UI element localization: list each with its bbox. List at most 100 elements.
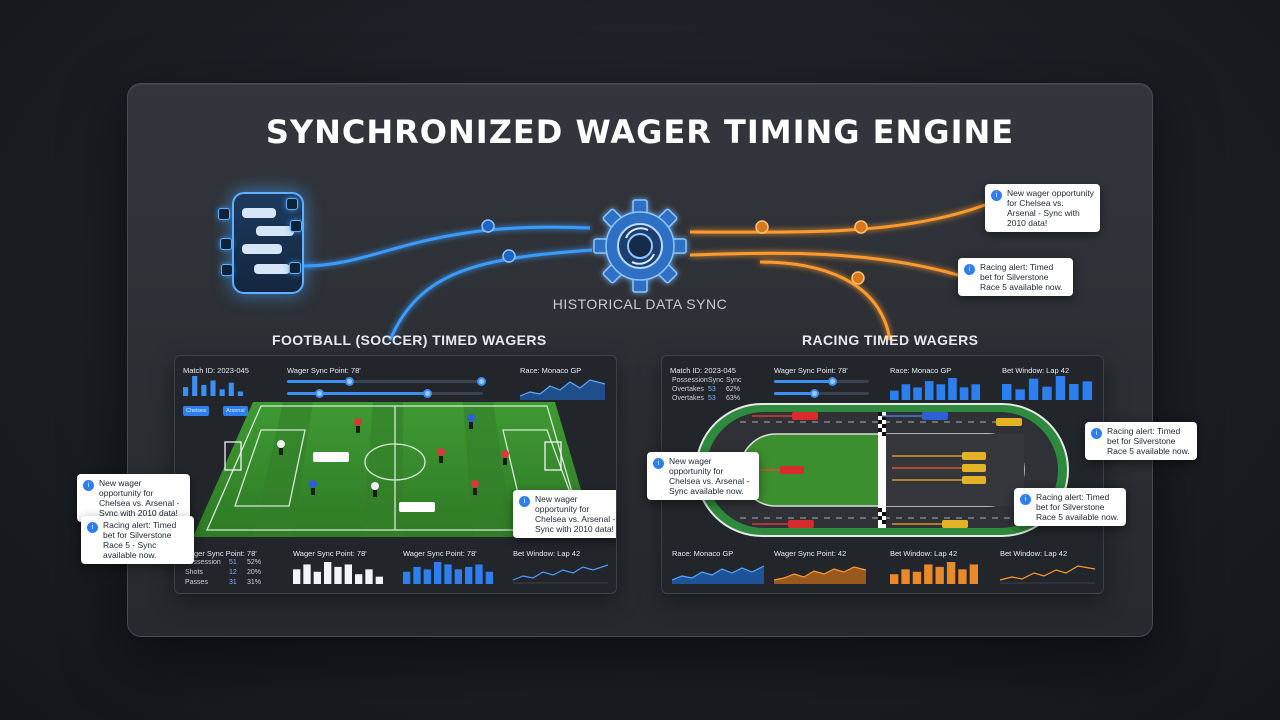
football-panel: Match ID: 2023-045 Wager Sync Point: 78'…	[174, 355, 617, 594]
notification-text: New wager opportunity for Chelsea vs. Ar…	[535, 494, 616, 534]
info-icon: i	[83, 480, 94, 491]
bar	[465, 566, 473, 584]
slider-handle[interactable]	[477, 377, 486, 386]
bar	[444, 564, 452, 584]
bar	[344, 564, 352, 584]
stats-title: Wager Sync Point: 78'	[183, 549, 257, 558]
chat-icon	[218, 208, 230, 220]
mini-bar-chart	[183, 376, 243, 396]
notification-text: New wager opportunity for Chelsea vs. Ar…	[99, 478, 180, 518]
mini-bar-chart	[1002, 376, 1092, 400]
stat-label: Overtakes	[672, 395, 704, 402]
slider-handle[interactable]	[315, 389, 324, 398]
bar	[890, 390, 899, 400]
wager-slider[interactable]	[287, 377, 486, 386]
chart-title: Race: Monaco GP	[672, 549, 734, 558]
stat-value: 52%	[247, 559, 262, 566]
bet-window: Bet Window: Lap 42	[1002, 366, 1070, 375]
notification-card[interactable]: i New wager opportunity for Chelsea vs. …	[985, 184, 1100, 232]
stat-value: 62%	[726, 386, 741, 393]
bar	[237, 391, 243, 396]
stat-value: 31%	[247, 579, 262, 586]
notification-card[interactable]: i New wager opportunity for Chelsea vs. …	[77, 474, 190, 522]
stat-label: Shots	[185, 569, 203, 576]
sync-label: HISTORICAL DATA SYNC	[552, 296, 728, 312]
bar	[946, 562, 956, 584]
bar	[355, 574, 363, 584]
chart-title: Bet Window: Lap 42	[1000, 549, 1068, 558]
bar	[434, 562, 442, 584]
bar	[1055, 376, 1066, 400]
wager-slider[interactable]	[774, 389, 869, 398]
area-chart-blue	[671, 565, 765, 584]
notification-text: Racing alert: Timed bet for Silverstone …	[980, 262, 1063, 292]
race-label: Race: Monaco GP	[890, 366, 952, 375]
team-button[interactable]: Arsenal	[223, 406, 248, 416]
bar-chart-white	[293, 562, 383, 584]
page-title: SYNCHRONIZED WAGER TIMING ENGINE	[265, 113, 1015, 151]
bar	[210, 380, 216, 396]
info-icon: i	[1091, 428, 1102, 439]
info-icon: i	[1020, 494, 1031, 505]
section-title-racing: RACING TIMED WAGERS	[802, 332, 979, 348]
chart-title: Wager Sync Point: 42	[774, 549, 847, 558]
slider-handle[interactable]	[423, 389, 432, 398]
bar	[901, 384, 911, 400]
stat-label: Possession	[672, 377, 708, 384]
notification-text: Racing alert: Timed bet for Silverstone …	[1107, 426, 1190, 456]
bar	[413, 566, 421, 584]
bar	[324, 562, 332, 584]
bar	[935, 566, 944, 584]
notification-icon	[290, 220, 302, 232]
notification-card[interactable]: i Racing alert: Timed bet for Silverston…	[1085, 422, 1197, 460]
race-track	[695, 403, 1069, 537]
stat-value: 31	[229, 579, 237, 586]
mini-bar-chart	[890, 378, 980, 400]
bar	[1069, 384, 1079, 400]
stat-value: 53	[708, 395, 716, 402]
bar	[901, 569, 910, 584]
wager-sync-point: Wager Sync Point: 78'	[287, 366, 361, 375]
bar	[912, 571, 922, 584]
football-pitch	[193, 402, 595, 537]
bar	[1042, 386, 1052, 400]
bar	[192, 376, 198, 396]
notification-icon	[289, 262, 301, 274]
players	[277, 414, 509, 497]
bar	[971, 384, 980, 400]
blue-flow-line-1	[303, 225, 591, 268]
notification-card[interactable]: i Racing alert: Timed bet for Silverston…	[81, 516, 194, 564]
team-button[interactable]: Chelsea	[183, 406, 210, 416]
notification-card[interactable]: i New wager opportunity for Chelsea vs. …	[647, 452, 759, 500]
info-icon: i	[653, 458, 664, 469]
line-chart	[512, 564, 609, 584]
bar	[183, 387, 189, 396]
notification-card[interactable]: i Racing alert: Timed bet for Silverston…	[1014, 488, 1126, 526]
notification-card[interactable]: i New wager opportunity for Chelsea vs. …	[513, 490, 616, 538]
line-chart-orange	[999, 565, 1096, 584]
chart-title: Wager Sync Point: 78'	[403, 549, 477, 558]
slider-handle[interactable]	[345, 377, 354, 386]
chat-icon	[221, 264, 233, 276]
bar	[375, 576, 383, 584]
wager-slider[interactable]	[287, 389, 483, 398]
bar	[454, 569, 462, 584]
stat-label: Passes	[185, 579, 208, 586]
bar	[959, 387, 969, 400]
slider-handle[interactable]	[810, 389, 819, 398]
bar	[485, 571, 493, 584]
bar	[890, 574, 899, 584]
slider-handle[interactable]	[828, 377, 837, 386]
bar	[1002, 384, 1012, 400]
section-title-football: FOOTBALL (SOCCER) TIMED WAGERS	[272, 332, 547, 348]
bar	[924, 381, 934, 400]
match-id: Match ID: 2023-045	[183, 366, 249, 375]
stat-value: 12	[229, 569, 237, 576]
notification-card[interactable]: i Racing alert: Timed bet for Silverston…	[958, 258, 1073, 296]
bar-chart-blue	[403, 562, 493, 584]
wager-slider[interactable]	[774, 377, 869, 386]
bar	[334, 566, 342, 584]
bar	[219, 389, 225, 396]
match-id: Match ID: 2023-045	[670, 366, 736, 375]
bar	[1015, 389, 1025, 400]
